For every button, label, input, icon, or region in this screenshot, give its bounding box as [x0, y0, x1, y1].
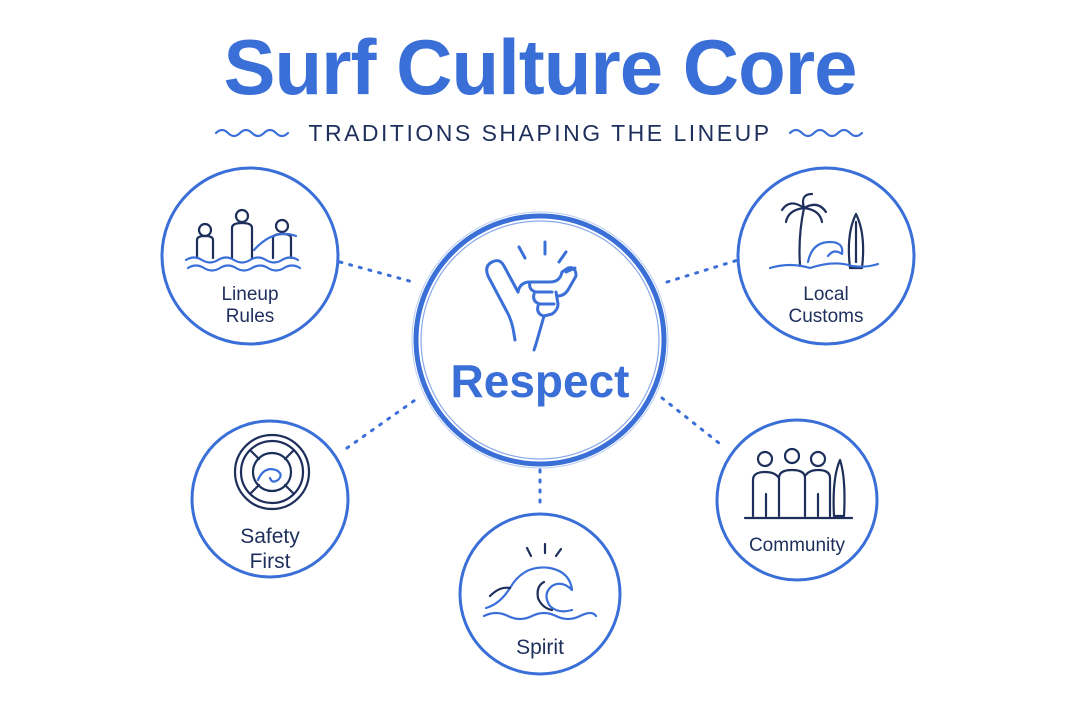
shaka-hand-icon: [485, 240, 578, 352]
node-label-community: Community: [748, 535, 846, 556]
center-label: Respect: [450, 355, 630, 407]
subtitle-row: TRADITIONS SHAPING THE LINEUP: [0, 116, 1080, 150]
node-label-lineup-rules: Lineup Rules: [221, 284, 279, 327]
node-circle-spirit: [458, 512, 622, 676]
wave-left-icon: [215, 128, 290, 138]
group-surfboard-icon: [743, 447, 854, 520]
connector-local-customs: [665, 258, 740, 284]
node-circle-safety-first: [190, 419, 350, 579]
palm-wave-surfboard-icon: [768, 192, 880, 270]
node-circle-local-customs: [736, 166, 916, 346]
connector-safety-first: [345, 396, 420, 450]
node-circle-lineup-rules: [160, 166, 340, 346]
page-title: Surf Culture Core: [223, 23, 857, 111]
connector-lineup-rules: [338, 260, 415, 284]
wave-right-icon: [788, 128, 863, 138]
wave-icon: [482, 542, 598, 621]
node-label-spirit: Spirit: [516, 636, 564, 659]
surfers-lineup-icon: [184, 208, 302, 272]
connector-community: [660, 396, 726, 449]
node-label-safety-first: Safety First: [240, 525, 300, 573]
node-label-local-customs: Local Customs: [788, 284, 864, 327]
life-ring-icon: [233, 433, 311, 511]
center-node-circle: [411, 211, 669, 469]
subtitle: TRADITIONS SHAPING THE LINEUP: [308, 119, 772, 146]
